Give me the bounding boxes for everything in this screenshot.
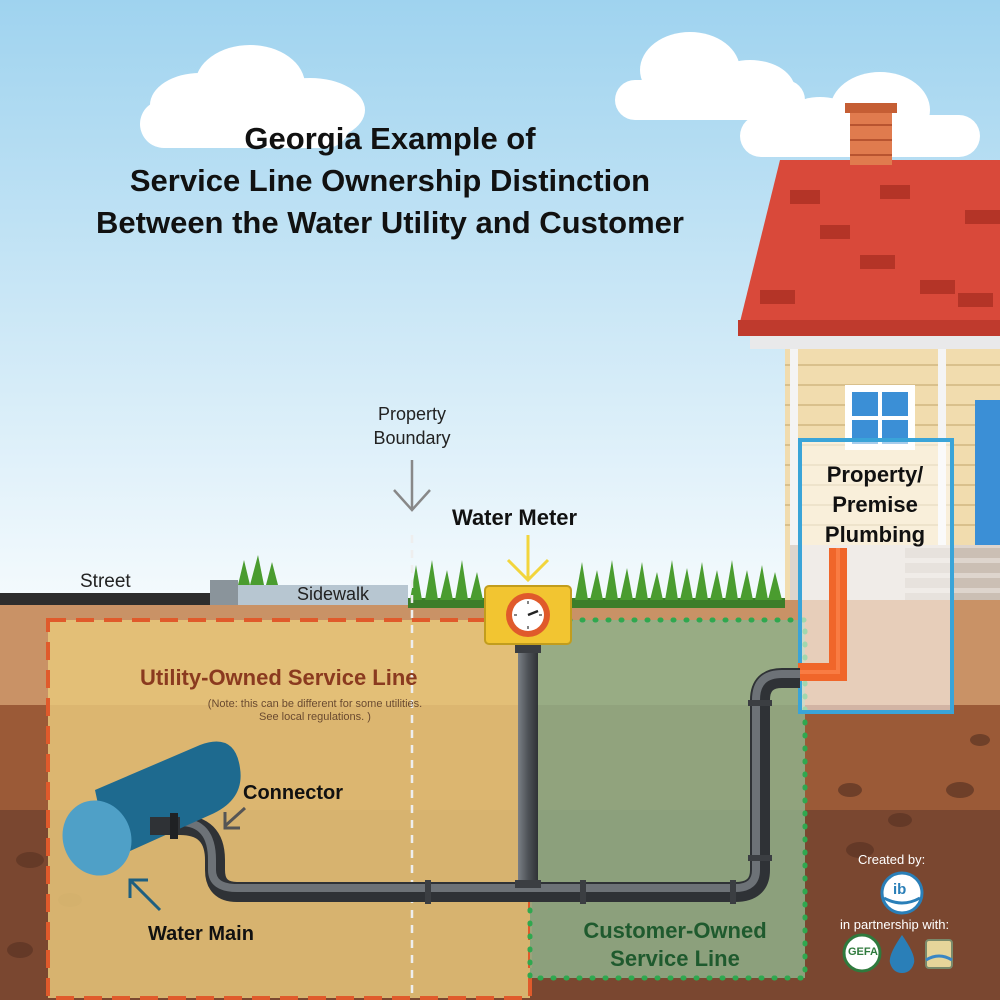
- premise-plumbing-line-2: Premise: [832, 492, 918, 517]
- cloud: [615, 32, 805, 120]
- water-main-arrow-icon: [128, 878, 162, 912]
- grass: [408, 598, 785, 608]
- utility-note: (Note: this can be different for some ut…: [150, 698, 480, 724]
- premise-plumbing-line-1: Property/: [826, 462, 924, 487]
- grass-blades: [238, 555, 782, 600]
- property-boundary-label: Property Boundary: [352, 402, 472, 450]
- customer-owned-label: Customer-Owned Service Line: [555, 917, 795, 973]
- georgia-logo: [925, 939, 953, 969]
- utility-owned-label: Utility-Owned Service Line: [140, 665, 418, 690]
- gefa-logo: [842, 933, 882, 973]
- sidewalk-label: Sidewalk: [297, 584, 370, 604]
- title-line-1: Georgia Example of: [244, 121, 536, 156]
- customer-owned-line-1: Customer-Owned: [583, 918, 767, 943]
- gefa-logo-text: GEFA: [848, 946, 878, 958]
- cloud: [140, 45, 365, 148]
- premise-plumbing-line-3: Plumbing: [824, 522, 926, 547]
- partnership-label: in partnership with:: [840, 917, 950, 932]
- water-meter-label: Water Meter: [452, 505, 578, 530]
- utility-note-line-2: See local regulations. ): [259, 711, 371, 723]
- page-title: Georgia Example of Service Line Ownershi…: [0, 118, 780, 244]
- utility-note-line-1: (Note: this can be different for some ut…: [207, 698, 423, 710]
- meter-riser-pipe: [518, 645, 538, 885]
- street-label: Street: [80, 571, 131, 592]
- title-line-2: Service Line Ownership Distinction: [129, 163, 651, 198]
- down-arrow-icon: [393, 460, 431, 512]
- ib-logo: [880, 871, 924, 915]
- created-by-label: Created by:: [858, 852, 926, 867]
- water-main-label: Water Main: [148, 923, 254, 945]
- property-boundary-line-1: Property: [377, 404, 447, 424]
- customer-owned-line-2: Service Line: [610, 946, 740, 971]
- property-boundary-line-2: Boundary: [373, 428, 451, 448]
- street-surface: [0, 593, 215, 605]
- title-line-3: Between the Water Utility and Customer: [96, 205, 684, 240]
- connector-arrow-icon: [223, 806, 247, 830]
- connector-label: Connector: [243, 782, 343, 804]
- ib-logo-text: ib: [893, 881, 907, 898]
- meter-arrow-icon: [506, 535, 550, 583]
- water-meter: [484, 585, 572, 645]
- curb: [210, 580, 238, 605]
- premise-plumbing-label: Property/ Premise Plumbing: [805, 460, 945, 550]
- sidewalk-slab: [238, 585, 408, 605]
- water-main: [62, 741, 241, 876]
- water-drop-logo: [889, 935, 915, 973]
